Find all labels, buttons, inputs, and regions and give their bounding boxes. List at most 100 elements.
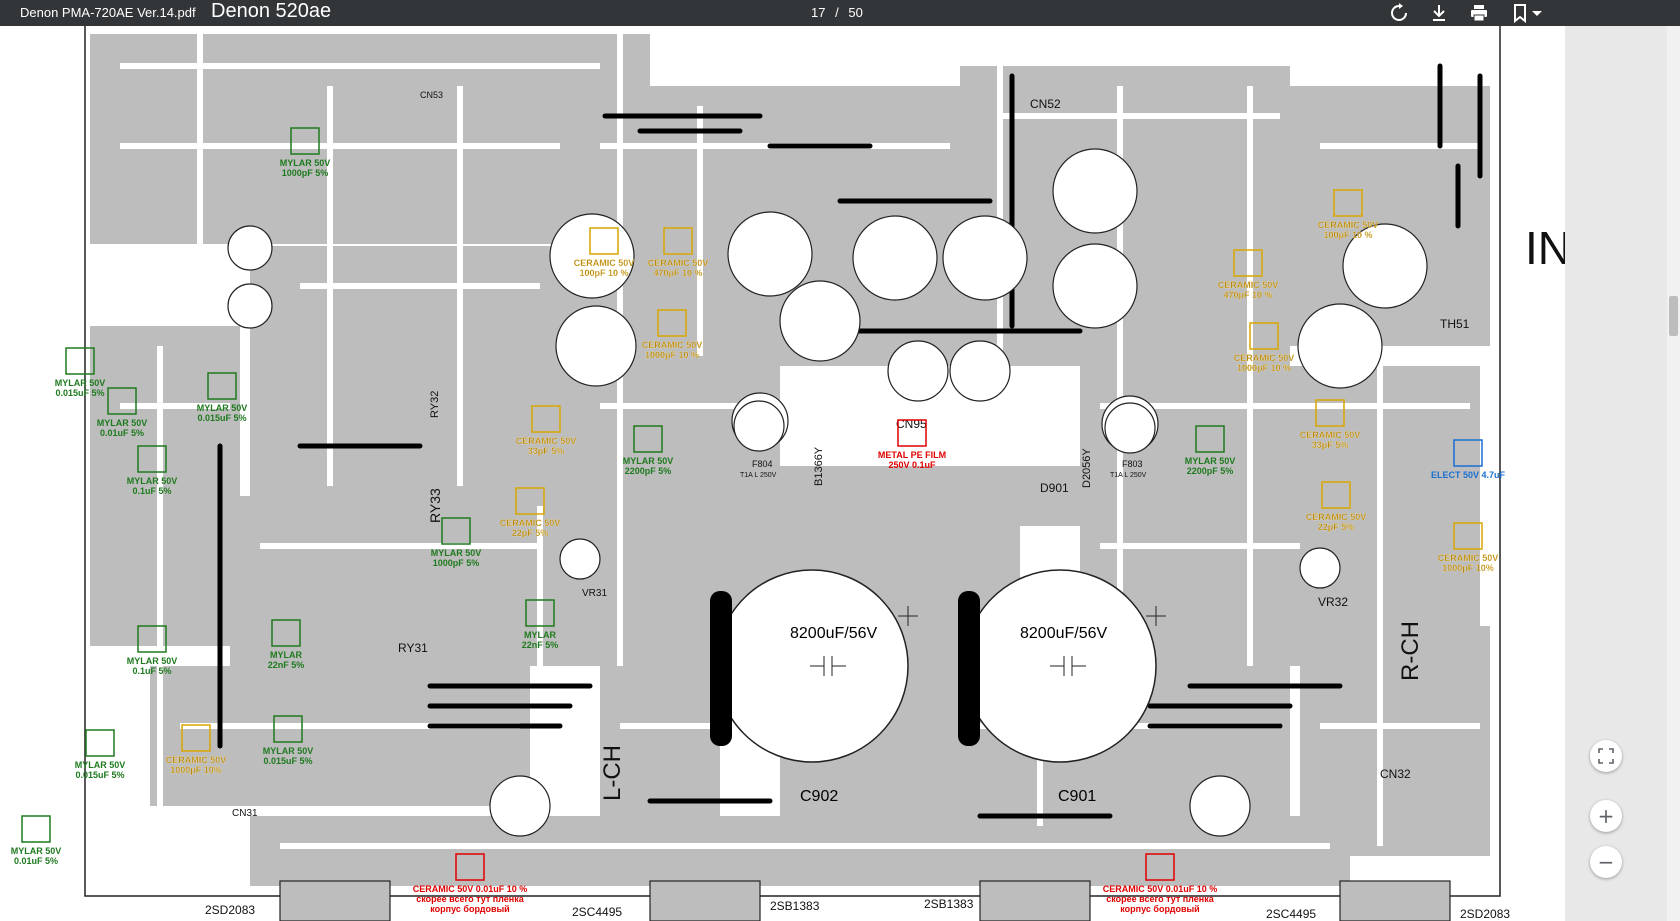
file-name: Denon PMA-720AE Ver.14.pdf [20,5,196,20]
ry33-label: RY33 [427,488,443,523]
yellow-annotation-box-8 [1315,399,1345,427]
zoom-out-icon: − [1597,850,1615,874]
vr31-label: VR31 [582,588,607,599]
green-annotation-box-12 [21,815,51,843]
red-annotation-box-2 [1145,853,1175,881]
green-annotation-box-4 [137,445,167,473]
yellow-annotation-box-0 [1333,189,1363,217]
green-annotation-box-3 [207,372,237,400]
c901-label: C901 [1058,788,1096,805]
fit-page-icon [1598,748,1614,764]
green-annotation-box-11 [85,729,115,757]
yellow-annotation-box-9 [1321,481,1351,509]
d2056y-label: D2056Y [1081,448,1093,488]
d901-label: D901 [1040,481,1069,495]
green-annotation-box-6 [633,425,663,453]
yellow-annotation-box-3 [531,405,561,433]
in-label: IN [1525,222,1565,274]
yellow-annotation-box-10 [1453,522,1483,550]
red-annotation-2: CERAMIC 50V 0.01uF 10 %скорее всего тут … [1103,884,1218,914]
red-annotation-box-0 [897,419,927,447]
scroll-thumb[interactable] [1669,296,1678,336]
green-annotation-box-5 [441,517,471,545]
yellow-annotation-box-6 [663,227,693,255]
green-annotation-box-2 [107,387,137,415]
red-annotation-box-1 [455,853,485,881]
zoom-out-button[interactable]: − [1590,846,1622,878]
download-icon[interactable] [1429,3,1449,23]
q-2sb1383-right-label: 2SB1383 [924,897,974,911]
page-total: 50 [848,5,863,20]
pdf-toolbar: Denon PMA-720AE Ver.14.pdf Denon 520ae 1… [0,0,1680,26]
c902-value-label: 8200uF/56V [790,625,878,642]
page-separator: / [835,5,839,20]
ry32-label: RY32 [429,391,441,418]
green-annotation-box-8 [137,625,167,653]
q-2sc4495-left-label: 2SC4495 [572,905,622,919]
print-icon[interactable] [1469,3,1489,23]
zoom-in-icon: + [1597,804,1615,828]
bookmark-icon[interactable] [1510,3,1530,23]
yellow-annotation-box-11 [181,724,211,752]
green-annotation-box-7 [525,599,555,627]
rotate-icon[interactable] [1389,3,1409,23]
blue-annotation-0: ELECT 50V 4.7uF [1431,470,1506,480]
pdf-page: 8200uF/56V C902 8200uF/56V C901 [0,26,1571,921]
green-annotation-box-0 [290,127,320,155]
f803-label: F803 [1122,459,1143,469]
blue-annotation-box-0 [1453,439,1483,467]
chevron-down-icon[interactable] [1530,3,1544,23]
green-annotation-box-9 [271,619,301,647]
f804-label: F804 [752,459,773,469]
fit-page-button[interactable] [1590,740,1622,772]
pdf-viewport[interactable]: 8200uF/56V C902 8200uF/56V C901 [0,26,1680,921]
cn53-label: CN53 [420,90,443,100]
page-indicator[interactable]: 17 / 50 [808,5,866,20]
cn31-label: CN31 [232,808,258,819]
capacitor-c902: 8200uF/56V C902 [710,569,918,805]
q-2sd2083-right-label: 2SD2083 [1460,907,1510,921]
th51-label: TH51 [1440,317,1470,331]
f803-rating-label: T1A L 250V [1110,472,1147,479]
f804-rating-label: T1A L 250V [740,472,777,479]
yellow-annotation-box-5 [589,227,619,255]
q-2sd2083-left-label: 2SD2083 [205,903,255,917]
q-2sb1383-left-label: 2SB1383 [770,899,820,913]
capacitor-c901: 8200uF/56V C901 [958,569,1166,805]
green-annotation-box-10 [273,715,303,743]
document-title: Denon 520ae [211,0,332,22]
q-2sc4495-right-label: 2SC4495 [1266,907,1316,921]
zoom-in-button[interactable]: + [1590,800,1622,832]
vertical-scrollbar[interactable] [1667,26,1680,921]
ry31-label: RY31 [398,641,428,655]
l-ch-label: L-CH [599,745,626,801]
page-current[interactable]: 17 [811,5,826,20]
cn95-label: CN95 [896,417,927,431]
b1366y-label: B1366Y [813,446,825,486]
